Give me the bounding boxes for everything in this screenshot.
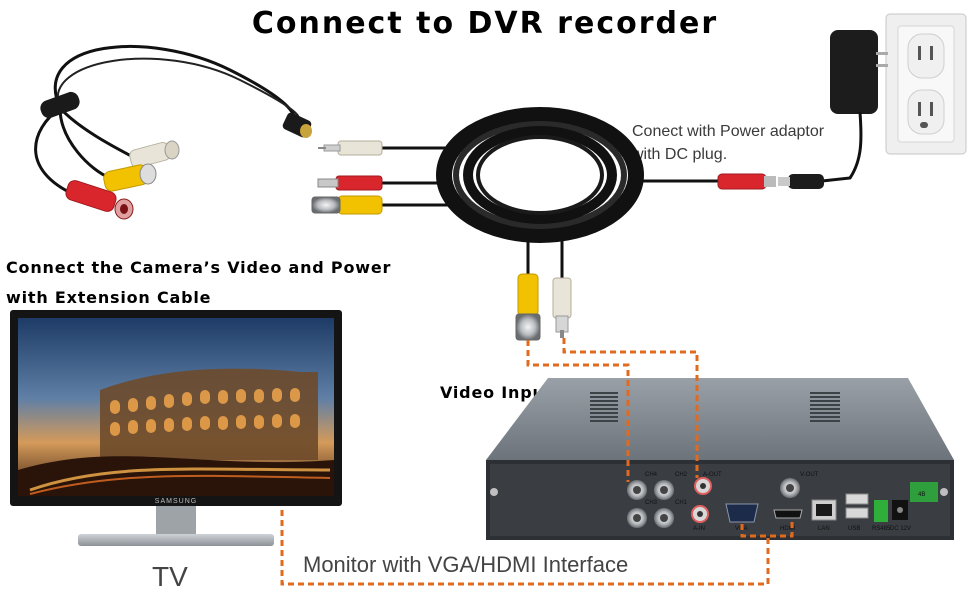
connection-guides xyxy=(280,338,794,586)
dvr-model-label: 4B xyxy=(918,492,925,498)
dvr-lan-port xyxy=(811,499,837,521)
power-adaptor-label-line1: Conect with Power adaptor xyxy=(632,123,825,140)
dvr-bnc-ch4 xyxy=(627,480,647,500)
dvr-rca-ain xyxy=(691,505,709,523)
dvr-bnc-ch1 xyxy=(654,508,674,528)
camera-connection-label-line1: Connect the Camera’s Video and Power xyxy=(6,258,392,277)
white-rca-plug-down xyxy=(552,277,572,338)
port-label-rs485: RS485 xyxy=(872,526,891,532)
dvr-vga-port xyxy=(725,503,759,523)
monitor-guide-line xyxy=(280,510,770,586)
port-label-v-out: V-OUT xyxy=(800,472,819,478)
port-label-ch4: CH4 xyxy=(645,472,658,478)
dvr-bnc-ch2 xyxy=(654,480,674,500)
port-label-a-in: A-IN xyxy=(693,526,705,532)
diagram-title: Connect to DVR recorder xyxy=(251,6,719,41)
port-label-ch3: CH3 xyxy=(645,500,658,506)
dvr-usb-ports xyxy=(845,493,869,519)
dvr-bnc-vout xyxy=(780,478,800,498)
camera-red-dc-jack xyxy=(65,180,134,220)
yellow-bnc-plug xyxy=(311,195,383,215)
dvr-recorder: CH4 CH2 A-OUT V-OUT CH3 CH1 A-IN VGA HDM… xyxy=(486,378,954,540)
camera-white-rca-jack xyxy=(129,140,180,169)
vga-hdmi-bridge-line xyxy=(740,522,794,538)
dvr-model-sticker xyxy=(910,482,938,502)
dvr-dc-jack xyxy=(892,500,908,520)
tv-label: TV xyxy=(152,561,188,592)
dvr-rca-aout xyxy=(694,477,712,495)
red-dc-plug xyxy=(317,175,383,191)
extension-cable-coil xyxy=(380,107,720,280)
port-label-ch2: CH2 xyxy=(675,472,688,478)
port-label-lan: LAN xyxy=(818,526,830,532)
camera-connection-label-line2: with Extension Cable xyxy=(6,288,212,307)
dvr-hdmi-port xyxy=(773,509,803,519)
white-rca-plug xyxy=(318,140,383,156)
yellow-bnc-plug-down xyxy=(515,273,541,341)
dvr-rs485-terminal xyxy=(874,500,888,522)
port-label-a-out: A-OUT xyxy=(703,472,722,478)
red-power-jack xyxy=(717,173,776,190)
port-label-hdmi: HDMI xyxy=(780,526,796,532)
tv-brand-logo: SAMSUNG xyxy=(155,498,197,505)
power-outlet xyxy=(885,13,967,155)
port-label-ch1: CH1 xyxy=(675,500,688,506)
dvr-bnc-ch3 xyxy=(627,508,647,528)
tv-monitor: SAMSUNG xyxy=(10,310,342,546)
camera-breakout-cable xyxy=(34,45,312,220)
camera-yellow-rca-jack xyxy=(103,163,157,192)
port-label-dc12v: DC 12V xyxy=(890,526,911,532)
audio-guide-line xyxy=(562,338,699,478)
port-label-usb: USB xyxy=(848,526,860,532)
power-adaptor xyxy=(778,30,888,189)
power-adaptor-label-line2: with DC plug. xyxy=(632,146,728,163)
video-guide-line xyxy=(526,340,630,482)
monitor-interface-label: Monitor with VGA/HDMI Interface xyxy=(303,552,629,577)
